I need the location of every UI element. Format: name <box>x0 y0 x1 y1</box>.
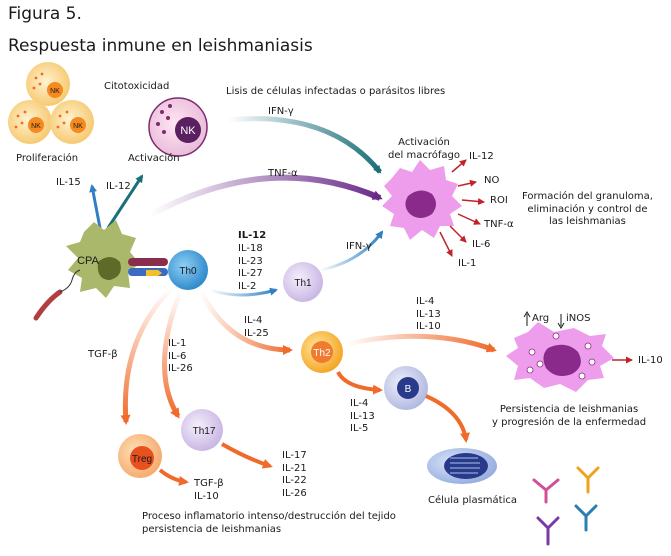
arrow-th2-to-b <box>336 370 383 395</box>
svg-text:B: B <box>405 384 412 395</box>
label-il12-cpa: IL-12 <box>106 181 131 192</box>
label-tgf-il10: TGF-β IL-10 <box>194 478 224 502</box>
activated-macrophage <box>382 160 462 240</box>
nk-cell-small-1: NK <box>26 62 70 106</box>
svg-text:Th0: Th0 <box>179 266 197 277</box>
label-persistencia: Persistencia de leishmanias y progresión… <box>492 404 647 428</box>
svg-text:Th17: Th17 <box>193 426 216 437</box>
arrow-th0-to-th2 <box>197 288 293 355</box>
nk-cell-small-3: NK <box>50 100 94 144</box>
label-il4-il13-il10: IL-4 IL-13 IL-10 <box>416 296 441 332</box>
label-ifn-gamma-th1: IFN-γ <box>346 241 372 252</box>
cpa-cell: CPA <box>66 220 140 298</box>
label-th0-il12: IL-12 <box>238 230 267 241</box>
label-macro-out-4: TNF-α <box>484 219 514 230</box>
label-il1-il6-il26: IL-1 IL-6 IL-26 <box>168 338 193 374</box>
mhc-tcr-complex <box>128 258 168 276</box>
label-activacion-nk: Activación <box>128 153 180 164</box>
svg-text:CPA: CPA <box>77 255 99 267</box>
label-ifn-gamma-top: IFN-γ <box>268 106 294 117</box>
label-activacion-macrofago: Activación del macrófago <box>388 137 460 161</box>
label-macro-out-6: IL-1 <box>458 258 477 269</box>
label-macro-out-3: ROI <box>490 195 508 206</box>
arrow-th17-to-cytokines <box>220 442 273 469</box>
label-proliferacion: Proliferación <box>16 153 79 164</box>
svg-text:Th2: Th2 <box>313 348 331 359</box>
label-tgf-beta: TGF-β <box>88 349 118 360</box>
th0-cell: Th0 <box>168 250 208 290</box>
label-il15: IL-15 <box>56 177 81 188</box>
arrow-th0-to-th17 <box>162 291 183 419</box>
label-macro-out-1: IL-12 <box>469 151 494 162</box>
figure-title: Respuesta inmune en leishmaniasis <box>8 36 313 56</box>
svg-text:NK: NK <box>73 123 83 130</box>
arrow-th0-to-th1 <box>209 287 278 297</box>
b-cell: B <box>384 366 428 410</box>
svg-text:NK: NK <box>180 125 196 137</box>
label-citotoxicidad: Citotoxicidad <box>104 81 170 92</box>
label-il4-il13-il5: IL-4 IL-13 IL-5 <box>350 398 375 434</box>
label-th0-cytokines: IL-18 IL-23 IL-27 IL-2 <box>238 243 263 292</box>
label-macro-out-5: IL-6 <box>472 239 491 250</box>
macrophage-output-arrows <box>439 159 485 257</box>
antibodies <box>532 466 600 546</box>
arg-inos-indicators <box>523 311 565 329</box>
label-celula-plasmatica: Célula plasmática <box>428 495 517 506</box>
plasma-cell <box>427 448 497 484</box>
treg-cell: Treg <box>118 434 162 478</box>
arrow-b-to-plasma <box>425 394 470 443</box>
label-il4-il25: IL-4 IL-25 <box>244 315 269 339</box>
th2-cell: Th2 <box>301 331 343 373</box>
arrow-th1-to-macrophage <box>319 230 384 272</box>
th1-cell: Th1 <box>283 262 323 302</box>
svg-text:NK: NK <box>31 123 41 130</box>
nk-cell-small-2: NK <box>8 100 52 144</box>
leishmania-parasite <box>33 269 81 321</box>
th17-cell: Th17 <box>181 409 223 451</box>
label-macro-out-2: NO <box>484 175 500 186</box>
label-il10-right: IL-10 <box>638 355 663 366</box>
arrow-treg-to-cytokines <box>158 468 189 486</box>
label-lisis: Lisis de células infectadas o parásitos … <box>226 86 446 97</box>
label-arg: Arg <box>532 313 550 324</box>
svg-text:Th1: Th1 <box>294 278 312 289</box>
infected-macrophage <box>506 322 614 392</box>
label-granuloma: Formación del granuloma, eliminación y c… <box>522 191 653 227</box>
nk-proliferation-cluster: NK NK NK <box>8 62 94 144</box>
arrow-th2-to-infected-macrophage <box>345 333 497 353</box>
label-tnf-alpha: TNF-α <box>268 168 298 179</box>
svg-text:NK: NK <box>50 88 60 95</box>
label-proceso-inflamatorio: Proceso inflamatorio intenso/destrucción… <box>142 511 396 535</box>
svg-text:Treg: Treg <box>132 454 152 465</box>
arrow-cpa-il15 <box>89 184 102 229</box>
arrow-ifn-gamma-nk-to-macrophage <box>227 116 382 174</box>
arrow-tnf-alpha-to-macrophage <box>148 174 383 218</box>
label-il17-group: IL-17 IL-21 IL-22 IL-26 <box>282 450 307 499</box>
nk-cell-main: NK <box>148 97 208 157</box>
arrow-th0-to-treg <box>120 286 174 425</box>
label-inos: iNOS <box>566 313 591 324</box>
arrow-cpa-il12 <box>106 174 144 229</box>
figure-label: Figura 5. <box>8 4 82 24</box>
